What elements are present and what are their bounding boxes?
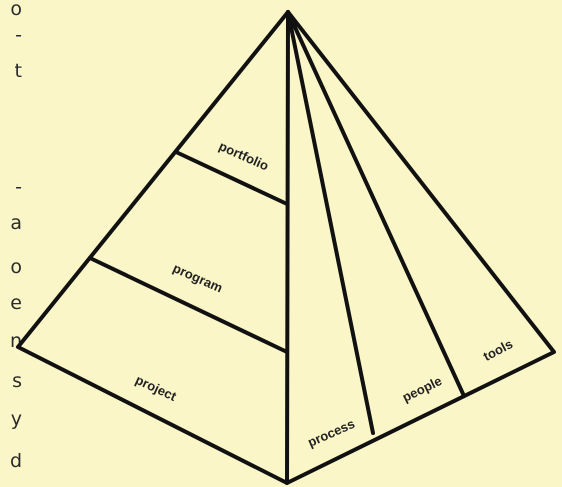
tier-label-project: project xyxy=(133,372,179,404)
segment-divider-1 xyxy=(288,12,373,433)
tier-label-portfolio: portfolio xyxy=(217,138,271,173)
pyramid-front-edge xyxy=(287,12,288,483)
tier-label-program: program xyxy=(171,260,225,295)
segment-label-process: process xyxy=(305,416,357,450)
segment-label-people: people xyxy=(400,373,444,405)
segment-label-tools: tools xyxy=(481,336,515,364)
